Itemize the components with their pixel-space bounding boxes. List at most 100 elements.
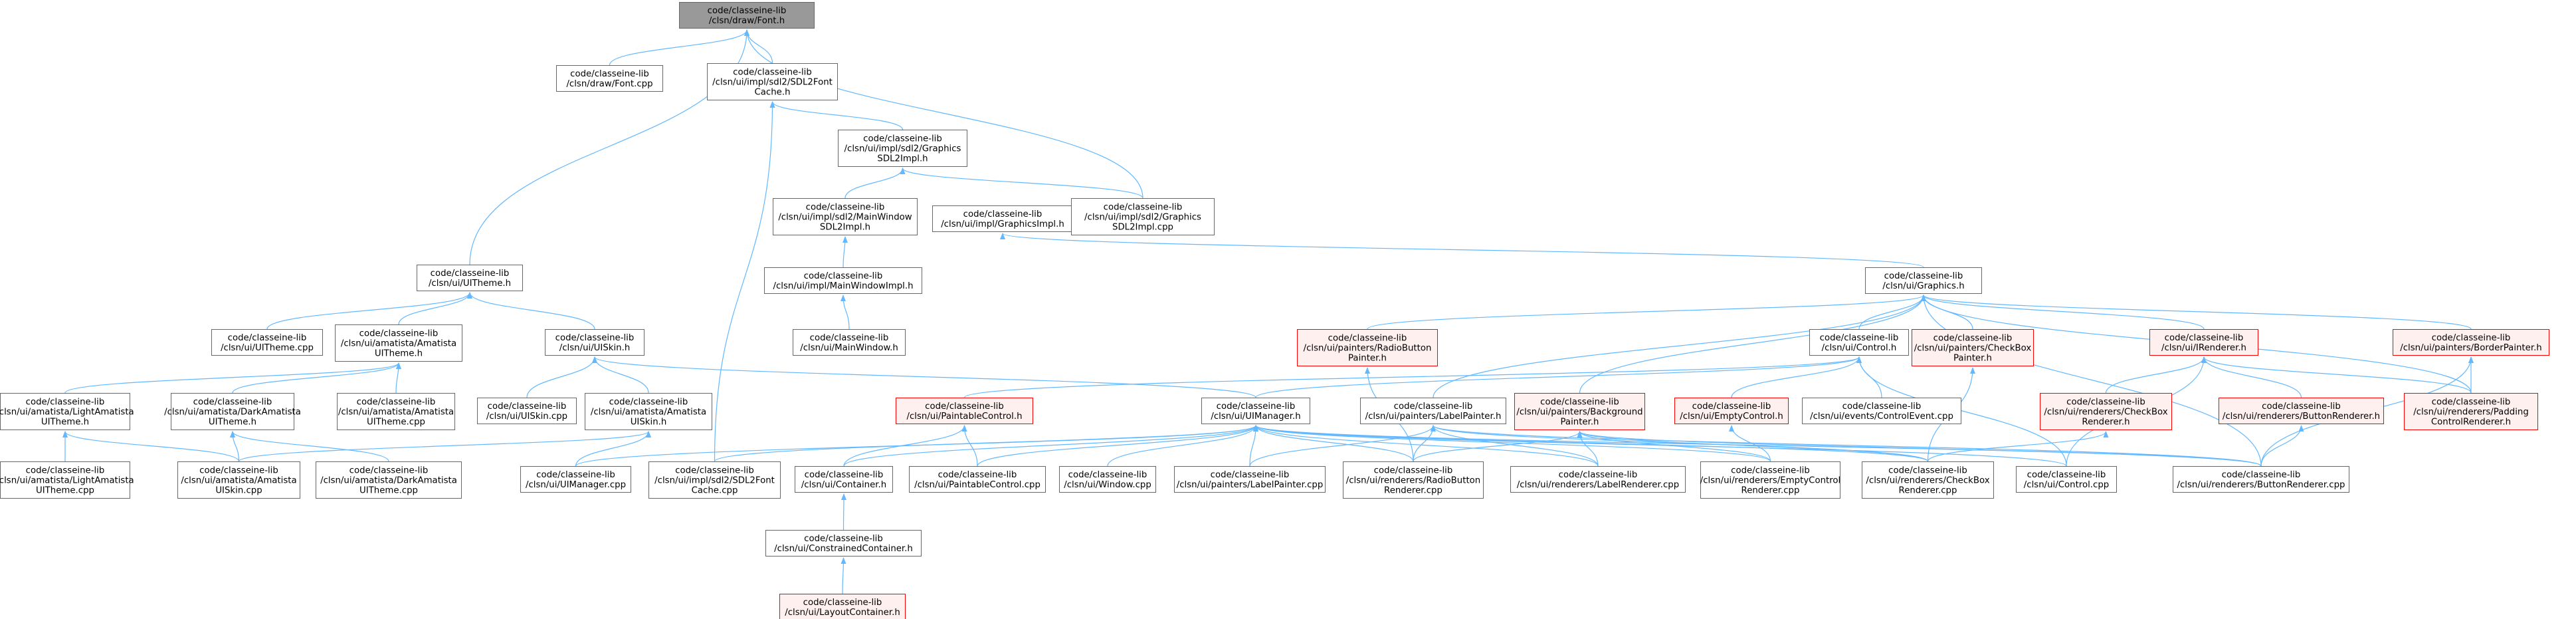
- file-node-sdl2fontcache_cpp[interactable]: code/classeine-lib/clsn/ui/impl/sdl2/SDL…: [648, 461, 781, 499]
- file-node-label-line: /clsn/ui/UITheme.h: [429, 279, 511, 289]
- file-node-control_h[interactable]: code/classeine-lib/clsn/ui/Control.h: [1809, 329, 1909, 356]
- file-node-font_cpp[interactable]: code/classeine-lib/clsn/draw/Font.cpp: [556, 65, 663, 92]
- file-node-lightamatista_cpp[interactable]: code/classeine-lib/clsn/ui/amatista/Ligh…: [0, 461, 134, 499]
- file-node-label-line: /clsn/draw/Font.h: [709, 16, 785, 26]
- file-node-box: [779, 594, 906, 619]
- dependency-edge: [230, 431, 389, 462]
- file-node-darkamatista_h[interactable]: code/classeine-lib/clsn/ui/amatista/Dark…: [164, 393, 301, 430]
- file-node-label-line: /clsn/ui/painters/CheckBox: [1914, 344, 2032, 354]
- file-node-label-line: code/classeine-lib: [609, 398, 688, 408]
- file-node-labelpainter_h[interactable]: code/classeine-lib/clsn/ui/painters/Labe…: [1360, 398, 1506, 424]
- file-node-label-line: code/classeine-lib: [938, 470, 1017, 480]
- file-node-box: [764, 267, 922, 294]
- dependency-edge: [843, 425, 1258, 467]
- dependency-edge: [1413, 431, 1583, 462]
- file-node-borderpainter_h[interactable]: code/classeine-lib/clsn/ui/painters/Bord…: [2393, 329, 2549, 356]
- dependency-edge: [1249, 425, 1436, 467]
- dependency-edge: [266, 292, 472, 330]
- file-node-box: [520, 466, 631, 493]
- file-node-graphicssdl2impl_cpp[interactable]: code/classeine-lib/clsn/ui/impl/sdl2/Gra…: [1071, 198, 1215, 235]
- file-node-constrainedcontainer_h[interactable]: code/classeine-lib/clsn/ui/ConstrainedCo…: [765, 530, 922, 557]
- file-node-label-line: code/classeine-lib: [1884, 271, 1963, 281]
- file-node-label-line: /clsn/ui/impl/GraphicsImpl.h: [941, 219, 1064, 229]
- dependency-edge: [900, 168, 1143, 199]
- file-node-mainwindowimpl_h[interactable]: code/classeine-lib/clsn/ui/impl/MainWind…: [764, 267, 922, 294]
- file-node-box: [793, 329, 906, 356]
- file-node-uimanager_cpp[interactable]: code/classeine-lib/clsn/ui/UIManager.cpp: [520, 466, 631, 493]
- file-node-amatistauitheme_cpp[interactable]: code/classeine-lib/clsn/ui/amatista/Amat…: [337, 393, 455, 430]
- file-node-label-line: Painter.h: [1561, 418, 1599, 428]
- file-node-emptycontrolrenderer_cpp[interactable]: code/classeine-lib/clsn/ui/renderers/Emp…: [1700, 461, 1841, 499]
- dependency-edge: [842, 236, 848, 268]
- file-node-box: [2404, 393, 2538, 430]
- dependency-edge: [841, 557, 846, 594]
- file-node-emptycontrol_h[interactable]: code/classeine-lib/clsn/ui/EmptyControl.…: [1674, 398, 1789, 424]
- file-node-mainwindowsdl2impl_h[interactable]: code/classeine-lib/clsn/ui/impl/sdl2/Mai…: [773, 198, 918, 235]
- file-node-labelpainter_cpp[interactable]: code/classeine-lib/clsn/ui/painters/Labe…: [1174, 466, 1326, 493]
- file-node-label-line: /clsn/ui/UIManager.cpp: [526, 480, 626, 490]
- file-node-box: [335, 324, 462, 362]
- file-node-buttonrenderer_cpp[interactable]: code/classeine-lib/clsn/ui/renderers/But…: [2173, 466, 2349, 493]
- file-node-paintablecontrol_cpp[interactable]: code/classeine-lib/clsn/ui/PaintableCont…: [909, 466, 1046, 493]
- file-node-box: [211, 329, 323, 356]
- file-node-radiobuttonrenderer_cpp[interactable]: code/classeine-lib/clsn/ui/renderers/Rad…: [1343, 461, 1484, 499]
- file-node-graphics_h[interactable]: code/classeine-lib/clsn/ui/Graphics.h: [1865, 267, 1982, 294]
- file-node-checkboxpainter_h[interactable]: code/classeine-lib/clsn/ui/painters/Chec…: [1912, 329, 2034, 366]
- file-node-checkboxrenderer_h[interactable]: code/classeine-lib/clsn/ui/renderers/Che…: [2040, 393, 2172, 430]
- file-node-controlevent_cpp[interactable]: code/classeine-lib/clsn/ui/events/Contro…: [1802, 398, 1961, 424]
- file-node-label-line: code/classeine-lib: [1104, 203, 1183, 213]
- file-node-uitheme_h[interactable]: code/classeine-lib/clsn/ui/UITheme.h: [417, 265, 523, 291]
- file-node-paddingcontrolrenderer_h[interactable]: code/classeine-lib/clsn/ui/renderers/Pad…: [2404, 393, 2538, 430]
- file-node-uitheme_cpp[interactable]: code/classeine-lib/clsn/ui/UITheme.cpp: [211, 329, 323, 356]
- file-node-label-line: /clsn/ui/LayoutContainer.h: [785, 608, 900, 618]
- file-node-label-line: /clsn/ui/impl/sdl2/MainWindow: [778, 213, 912, 223]
- dependency-edge: [1253, 425, 1414, 462]
- file-node-paintablecontrol_h[interactable]: code/classeine-lib/clsn/ui/PaintableCont…: [896, 398, 1033, 424]
- file-node-container_h[interactable]: code/classeine-lib/clsn/ui/Container.h: [795, 466, 893, 493]
- file-node-amatistauiskin_cpp[interactable]: code/classeine-lib/clsn/ui/amatista/Amat…: [177, 461, 300, 499]
- file-node-label-line: code/classeine-lib: [2262, 402, 2341, 412]
- file-node-label-line: Renderer.h: [2082, 418, 2130, 428]
- file-node-label-line: SDL2Impl.cpp: [1112, 223, 1173, 233]
- file-node-box: [0, 393, 130, 430]
- file-node-label-line: code/classeine-lib: [1328, 334, 1407, 344]
- file-node-layoutcontainer_h[interactable]: code/classeine-lib/clsn/ui/LayoutContain…: [779, 594, 906, 619]
- file-node-amatistauiskin_h[interactable]: code/classeine-lib/clsn/ui/amatista/Amat…: [585, 393, 712, 430]
- file-node-irenderer_h[interactable]: code/classeine-lib/clsn/ui/IRenderer.h: [2149, 329, 2258, 356]
- file-node-uiskin_h[interactable]: code/classeine-lib/clsn/ui/UISkin.h: [545, 329, 644, 356]
- file-node-labelrenderer_cpp[interactable]: code/classeine-lib/clsn/ui/renderers/Lab…: [1510, 466, 1686, 493]
- file-node-darkamatista_cpp[interactable]: code/classeine-lib/clsn/ui/amatista/Dark…: [316, 461, 462, 499]
- file-node-amatistauitheme_h[interactable]: code/classeine-lib/clsn/ui/amatista/Amat…: [335, 324, 462, 362]
- file-node-label-line: UITheme.cpp: [367, 418, 425, 428]
- file-node-mainwindow_h[interactable]: code/classeine-lib/clsn/ui/MainWindow.h: [793, 329, 906, 356]
- file-node-sdl2fontcache_h[interactable]: code/classeine-lib/clsn/ui/impl/sdl2/SDL…: [707, 63, 838, 100]
- file-node-uimanager_h[interactable]: code/classeine-lib/clsn/ui/UIManager.h: [1201, 398, 1310, 424]
- dependency-edge: [575, 431, 651, 467]
- dependency-edge: [2260, 425, 2304, 467]
- file-node-buttonrenderer_h[interactable]: code/classeine-lib/clsn/ui/renderers/But…: [2219, 398, 2384, 424]
- file-node-label-line: /clsn/ui/painters/LabelPainter.h: [1365, 412, 1502, 422]
- file-node-label-line: code/classeine-lib: [26, 466, 105, 476]
- dependency-edge: [1433, 295, 1926, 398]
- file-node-graphicsimpl_h[interactable]: code/classeine-lib/clsn/ui/impl/Graphics…: [932, 205, 1073, 232]
- file-node-uiskin_cpp[interactable]: code/classeine-lib/clsn/ui/UISkin.cpp: [477, 398, 577, 424]
- file-node-label-line: code/classeine-lib: [1211, 470, 1290, 480]
- dependency-edge: [841, 295, 850, 330]
- file-node-box: [707, 63, 838, 100]
- dependency-edge: [1577, 431, 1771, 462]
- file-node-backgroundpainter_h[interactable]: code/classeine-lib/clsn/ui/painters/Back…: [1514, 393, 1645, 430]
- file-node-font_h[interactable]: code/classeine-lib/clsn/draw/Font.h: [679, 2, 815, 29]
- file-node-control_cpp[interactable]: code/classeine-lib/clsn/ui/Control.cpp: [2016, 466, 2117, 493]
- file-node-radiobuttonpainter_h[interactable]: code/classeine-lib/clsn/ui/painters/Radi…: [1297, 329, 1438, 366]
- edge-layer: [62, 29, 2474, 594]
- file-node-label-line: /clsn/ui/Control.cpp: [2024, 480, 2109, 490]
- file-node-graphicssdl2impl_h[interactable]: code/classeine-lib/clsn/ui/impl/sdl2/Gra…: [838, 130, 967, 167]
- file-node-window_cpp[interactable]: code/classeine-lib/clsn/ui/Window.cpp: [1059, 466, 1156, 493]
- file-node-checkboxrenderer_cpp[interactable]: code/classeine-lib/clsn/ui/renderers/Che…: [1862, 461, 1994, 499]
- file-node-lightamatista_h[interactable]: code/classeine-lib/clsn/ui/amatista/Ligh…: [0, 393, 134, 430]
- file-node-label-line: code/classeine-lib: [1068, 470, 1147, 480]
- file-node-label-line: ControlRenderer.h: [2431, 418, 2511, 428]
- file-node-label-line: code/classeine-lib: [1692, 402, 1771, 412]
- file-node-label-line: code/classeine-lib: [1820, 333, 1899, 343]
- file-node-label-line: /clsn/ui/amatista/LightAmatista: [0, 476, 134, 486]
